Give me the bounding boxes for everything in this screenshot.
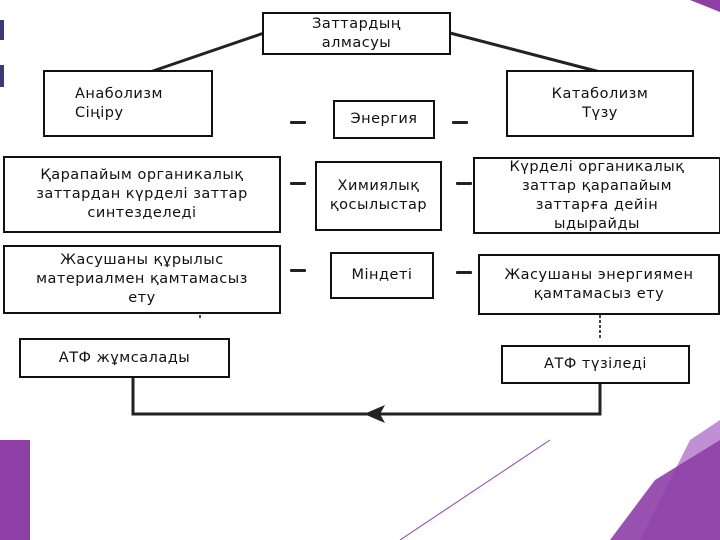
atp-formed-box: АТФ түзіледі — [501, 345, 690, 384]
cycle-arrowhead — [364, 405, 385, 423]
energy-text: Энергия — [350, 111, 418, 127]
accent-line — [399, 439, 551, 540]
energy-box: Энергия — [333, 100, 435, 139]
dash-marker — [452, 121, 468, 124]
left-accent-shape — [0, 440, 30, 540]
dash-marker — [290, 269, 306, 272]
dash-marker — [290, 182, 306, 185]
catabolism-box: Катаболизм Түзу — [506, 70, 694, 137]
chemical-box: Химиялық қосылыстар — [315, 161, 442, 231]
catabolism-text: Катаболизм Түзу — [551, 85, 649, 121]
function-box: Міндеті — [330, 252, 434, 299]
atp-spent-text: АТФ жұмсалады — [58, 349, 191, 366]
synthesis-text: Қарапайым органикалық заттардан күрделі … — [36, 167, 248, 221]
function-text: Міндеті — [351, 267, 413, 283]
dash-marker — [456, 182, 472, 185]
structure-box: Жасушаны құрылыс материалмен қамтамасыз … — [3, 245, 281, 314]
top-right-accent — [690, 0, 720, 12]
title-text: Заттардың алмасуы — [312, 15, 401, 51]
right-accent-shape-dark — [610, 440, 720, 540]
connector-line — [449, 31, 601, 74]
atp-formed-text: АТФ түзіледі — [544, 356, 647, 372]
energy-supply-text: Жасушаны энергиямен қамтамасыз ету — [504, 266, 694, 302]
atp-spent-box: АТФ жұмсалады — [19, 338, 230, 378]
energy-supply-box: Жасушаны энергиямен қамтамасыз ету — [478, 254, 720, 315]
left-edge-mark — [0, 65, 4, 87]
synthesis-box: Қарапайым органикалық заттардан күрделі … — [3, 156, 281, 233]
dash-marker — [456, 271, 472, 274]
chemical-text: Химиялық қосылыстар — [329, 178, 428, 213]
dash-marker — [290, 121, 306, 124]
title-box: Заттардың алмасуы — [262, 12, 451, 55]
connector-line — [149, 31, 265, 74]
left-edge-mark — [0, 20, 4, 40]
breakdown-text: Күрделі органикалық заттар қарапайым зат… — [509, 158, 685, 232]
anabolism-box: Анаболизм Сіңіру — [43, 70, 213, 137]
breakdown-box: Күрделі органикалық заттар қарапайым зат… — [473, 157, 720, 234]
structure-text: Жасушаны құрылыс материалмен қамтамасыз … — [36, 252, 248, 306]
anabolism-text: Анаболизм Сіңіру — [75, 85, 163, 121]
